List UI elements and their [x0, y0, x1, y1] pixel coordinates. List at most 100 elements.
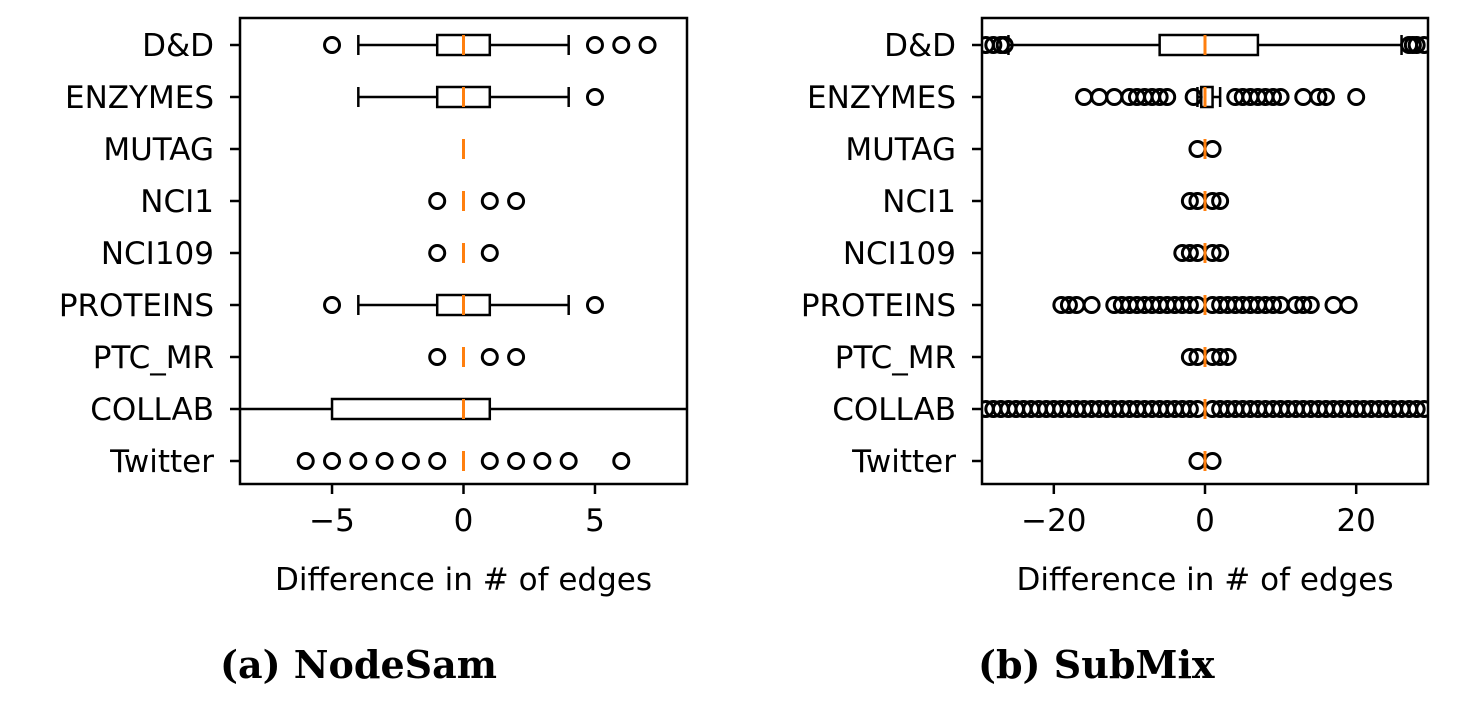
x-tick-label: −20	[1021, 503, 1086, 539]
flier-proteins-28	[1301, 296, 1320, 314]
box-d-d	[1158, 33, 1260, 57]
flier-ptc-mr-0	[1180, 348, 1199, 366]
flier-proteins-1	[585, 296, 604, 314]
flier-enzymes-2	[1105, 88, 1124, 106]
flier-nci109-1	[1180, 244, 1199, 262]
y-tick-label-proteins: PROTEINS	[801, 288, 956, 324]
flier-proteins-30	[1339, 296, 1358, 314]
flier-twitter-4	[401, 452, 420, 470]
flier-enzymes-20	[1347, 88, 1366, 106]
flier-twitter-6	[480, 452, 499, 470]
y-tick-label-twitter: Twitter	[851, 444, 956, 480]
flier-nci109-4	[1211, 244, 1230, 262]
flier-nci1-0	[1180, 192, 1199, 210]
flier-twitter-1	[1203, 452, 1222, 470]
flier-ptc-mr-0	[428, 348, 447, 366]
flier-enzymes-0	[585, 88, 604, 106]
flier-twitter-9	[559, 452, 578, 470]
flier-nci1-1	[480, 192, 499, 210]
flier-d-d-3	[638, 36, 657, 54]
x-axis-label: Difference in # of edges	[275, 562, 652, 598]
x-tick-label: 5	[585, 503, 605, 539]
box-enzymes	[1199, 85, 1214, 109]
flier-d-d-7	[1415, 36, 1428, 54]
flier-enzymes-15	[1264, 88, 1283, 106]
x-tick-label: 20	[1336, 503, 1375, 539]
flier-twitter-3	[375, 452, 394, 470]
y-tick-label-proteins: PROTEINS	[59, 288, 214, 324]
box-collab	[330, 397, 492, 421]
flier-enzymes-18	[1309, 88, 1328, 106]
x-tick-label: −5	[309, 503, 355, 539]
y-tick-label-nci109: NCI109	[843, 236, 956, 272]
flier-ptc-mr-2	[507, 348, 526, 366]
flier-enzymes-1	[1090, 88, 1109, 106]
flier-d-d-1	[984, 36, 1003, 54]
y-tick-label-ptc-mr: PTC_MR	[835, 340, 956, 376]
flier-twitter-2	[349, 452, 368, 470]
flier-enzymes-7	[1150, 88, 1169, 106]
flier-ptc-mr-3	[1211, 348, 1230, 366]
flier-twitter-8	[533, 452, 552, 470]
flier-twitter-0	[1188, 452, 1207, 470]
caption-nodesam: (a) NodeSam	[220, 642, 497, 687]
y-tick-label-collab: COLLAB	[832, 392, 956, 428]
flier-enzymes-9	[1184, 88, 1203, 106]
flier-enzymes-8	[1158, 88, 1177, 106]
flier-enzymes-17	[1294, 88, 1313, 106]
flier-mutag-0	[1188, 140, 1207, 158]
y-tick-label-enzymes: ENZYMES	[807, 80, 956, 116]
y-tick-label-mutag: MUTAG	[103, 132, 214, 168]
flier-d-d-6	[1407, 36, 1426, 54]
flier-nci109-0	[428, 244, 447, 262]
flier-d-d-2	[612, 36, 631, 54]
y-tick-label-collab: COLLAB	[90, 392, 214, 428]
flier-proteins-27	[1294, 296, 1313, 314]
flier-proteins-0	[323, 296, 342, 314]
y-tick-label-d-d: D&D	[142, 28, 214, 64]
y-tick-label-d-d: D&D	[884, 28, 956, 64]
plot-area	[982, 33, 1428, 471]
flier-nci109-1	[480, 244, 499, 262]
flier-twitter-0	[296, 452, 315, 470]
y-tick-label-twitter: Twitter	[109, 444, 214, 480]
caption-submix: (b) SubMix	[978, 642, 1215, 687]
flier-nci1-0	[428, 192, 447, 210]
flier-twitter-7	[507, 452, 526, 470]
flier-proteins-1	[1059, 296, 1078, 314]
flier-collab-27	[1180, 400, 1199, 418]
flier-enzymes-16	[1271, 88, 1290, 106]
flier-proteins-29	[1324, 296, 1343, 314]
flier-twitter-1	[323, 452, 342, 470]
flier-proteins-24	[1264, 296, 1283, 314]
flier-d-d-3	[995, 36, 1014, 54]
flier-proteins-14	[1180, 296, 1199, 314]
flier-d-d-1	[585, 36, 604, 54]
flier-collab-56	[1407, 400, 1426, 418]
y-tick-label-nci109: NCI109	[101, 236, 214, 272]
flier-enzymes-0	[1075, 88, 1094, 106]
x-axis-label: Difference in # of edges	[1017, 562, 1394, 598]
flier-ptc-mr-4	[1218, 348, 1237, 366]
flier-enzymes-19	[1316, 88, 1335, 106]
x-tick-label: 0	[454, 503, 474, 539]
flier-collab-57	[1415, 400, 1428, 418]
y-tick-label-nci1: NCI1	[140, 184, 214, 220]
flier-d-d-0	[323, 36, 342, 54]
flier-proteins-3	[1082, 296, 1101, 314]
flier-nci1-2	[507, 192, 526, 210]
y-tick-label-nci1: NCI1	[882, 184, 956, 220]
y-tick-label-mutag: MUTAG	[845, 132, 956, 168]
flier-nci1-3	[1211, 192, 1230, 210]
y-tick-label-enzymes: ENZYMES	[65, 80, 214, 116]
flier-mutag-1	[1203, 140, 1222, 158]
y-tick-label-ptc-mr: PTC_MR	[93, 340, 214, 376]
flier-twitter-10	[612, 452, 631, 470]
flier-ptc-mr-1	[480, 348, 499, 366]
x-tick-label: 0	[1195, 503, 1215, 539]
flier-twitter-5	[428, 452, 447, 470]
plot-area	[240, 33, 687, 471]
